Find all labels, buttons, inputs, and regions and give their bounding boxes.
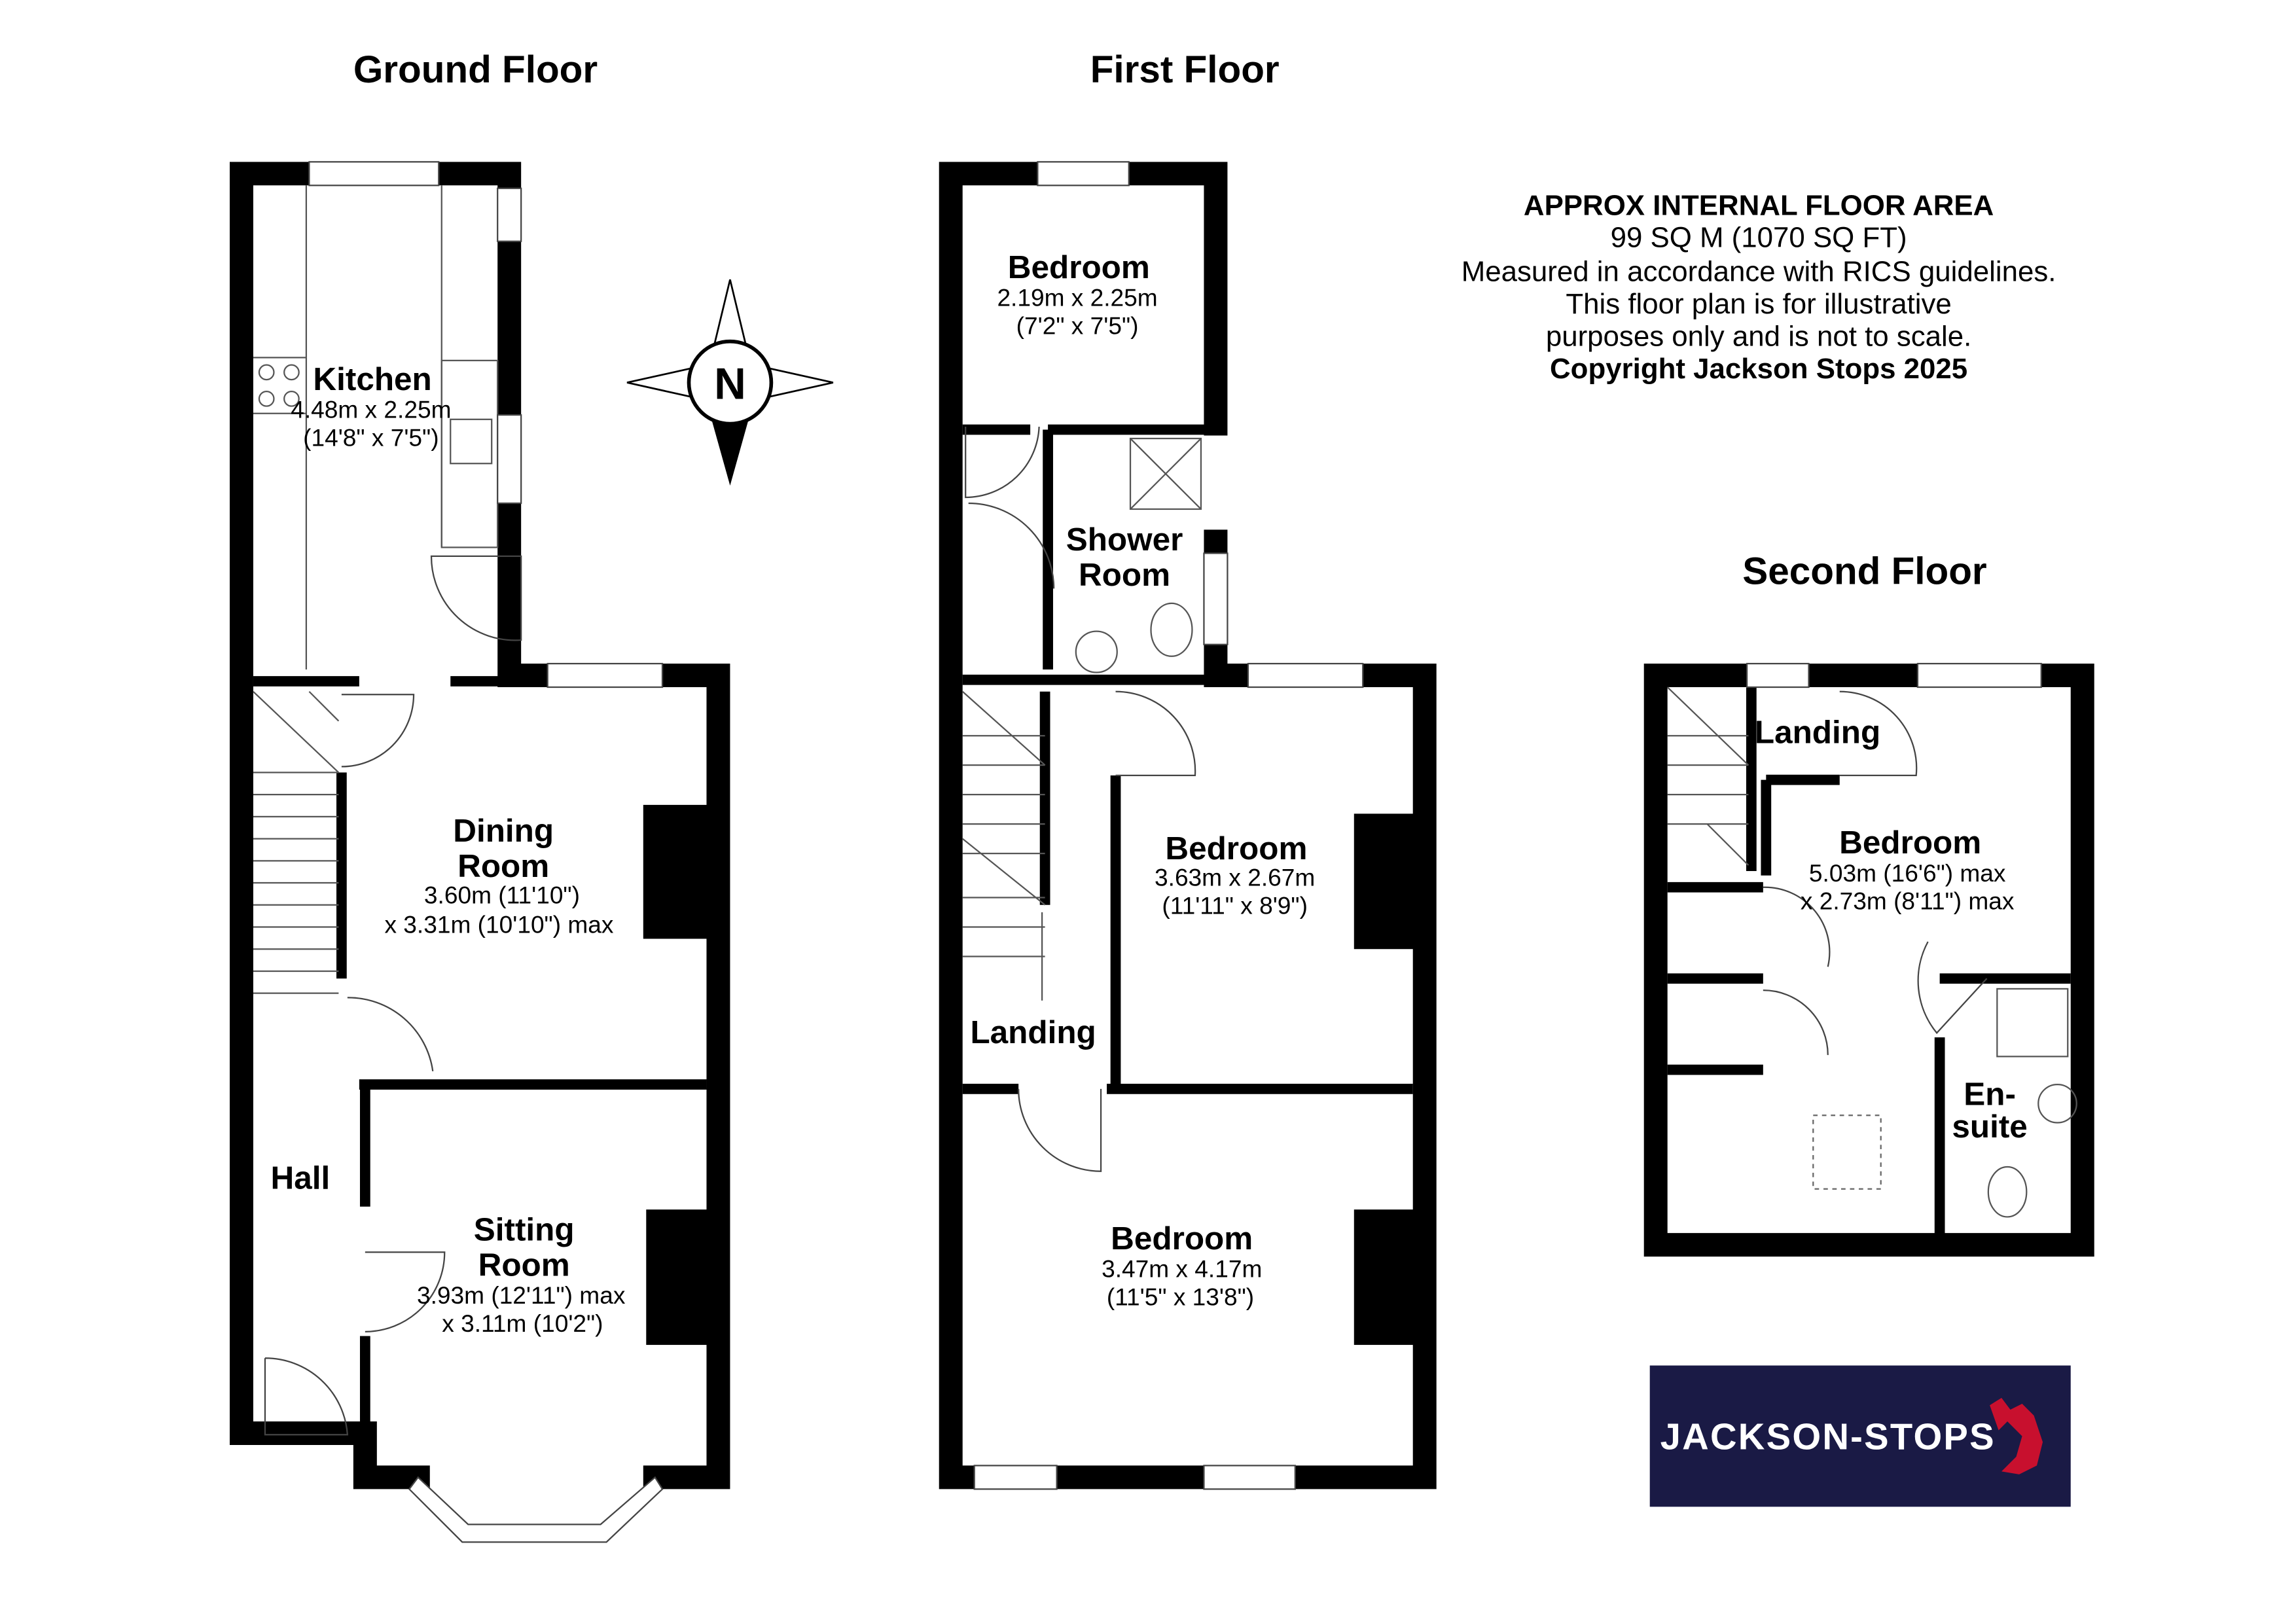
dining-room-label: Dining xyxy=(453,813,554,849)
window xyxy=(1746,662,1810,688)
sitting-room-dimensions-metric: 3.93m (12'11") max xyxy=(417,1281,626,1309)
ensuite-label: En- xyxy=(1964,1077,2016,1113)
second-floor-title: Second Floor xyxy=(1742,550,1986,593)
chimney-breast xyxy=(1354,813,1414,950)
shower-tray xyxy=(1996,988,2069,1058)
chimney-breast xyxy=(646,1209,708,1346)
toilet xyxy=(1150,602,1193,657)
staircase xyxy=(961,690,1046,1001)
compass-south-arrow-icon xyxy=(709,412,751,486)
compass: N xyxy=(626,279,834,486)
info-heading: APPROX INTERNAL FLOOR AREA xyxy=(1524,189,1994,221)
floor-area-info: APPROX INTERNAL FLOOR AREA 99 SQ M (1070… xyxy=(1462,189,2056,385)
second-bedroom-dimensions-metric: 5.03m (16'6") max xyxy=(1809,859,2006,887)
toilet xyxy=(1987,1166,2028,1218)
door xyxy=(1763,990,1829,1056)
door xyxy=(1018,1088,1102,1172)
front-door xyxy=(264,1357,349,1436)
info-area: 99 SQ M (1070 SQ FT) xyxy=(1611,222,1907,254)
window xyxy=(308,161,440,187)
bedroom-rear-dimensions-imperial: (7'2" x 7'5") xyxy=(1016,312,1139,339)
window xyxy=(497,187,522,242)
bedroom-middle-dimensions-metric: 3.63m x 2.67m xyxy=(1155,864,1315,891)
first-floor-title: First Floor xyxy=(1090,48,1280,91)
window xyxy=(547,662,664,688)
chimney-breast xyxy=(643,804,708,939)
bay-window xyxy=(408,1476,664,1543)
kitchen-dimensions-metric: 4.48m x 2.25m xyxy=(291,396,451,423)
bedroom-middle-dimensions-imperial: (11'11" x 8'9") xyxy=(1162,891,1308,919)
dragon-emblem-icon xyxy=(1990,1397,2043,1474)
second-bedroom-dimensions-imperial: x 2.73m (8'11") max xyxy=(1801,887,2015,915)
door xyxy=(1839,690,1918,777)
sitting-room-label-2: Room xyxy=(478,1247,570,1283)
bedroom-rear-dimensions-metric: 2.19m x 2.25m xyxy=(997,284,1157,312)
kitchen-label: Kitchen xyxy=(313,361,431,397)
basin xyxy=(2037,1083,2077,1124)
door xyxy=(1917,941,1988,1035)
info-copyright: Copyright Jackson Stops 2025 xyxy=(1550,353,1967,385)
window xyxy=(497,414,522,505)
bedroom-front-dimensions-metric: 3.47m x 4.17m xyxy=(1102,1255,1262,1283)
ground-floor-title: Ground Floor xyxy=(353,48,598,91)
info-line-1: Measured in accordance with RICS guideli… xyxy=(1462,255,2056,287)
shower-room-label: Shower xyxy=(1066,522,1183,558)
door xyxy=(365,1251,446,1332)
skylight xyxy=(1812,1115,1882,1190)
basin xyxy=(1075,630,1118,673)
door xyxy=(430,555,522,641)
dining-room-dimensions-imperial: x 3.31m (10'10") max xyxy=(384,910,613,938)
ensuite-label-2: suite xyxy=(1952,1109,2027,1145)
door xyxy=(965,426,1040,499)
window xyxy=(1037,161,1130,187)
ground-floor-plan: Kitchen 4.48m x 2.25m (14'8" x 7'5") Din… xyxy=(229,161,730,1543)
info-line-3: purposes only and is not to scale. xyxy=(1546,320,1972,352)
hall-label: Hall xyxy=(271,1160,331,1196)
door xyxy=(1763,886,1831,967)
door xyxy=(341,694,415,768)
shower-room-label-2: Room xyxy=(1079,557,1170,593)
staircase xyxy=(1666,687,1749,866)
kitchen-dimensions-imperial: (14'8" x 7'5") xyxy=(303,423,439,451)
door xyxy=(968,502,1055,589)
second-bedroom-label: Bedroom xyxy=(1839,825,1981,861)
shower-tray xyxy=(1129,437,1202,510)
window xyxy=(1203,552,1229,645)
window xyxy=(1247,662,1364,688)
info-line-2: This floor plan is for illustrative xyxy=(1566,288,1951,320)
bedroom-middle-label: Bedroom xyxy=(1165,830,1307,866)
compass-north-label: N xyxy=(714,359,746,408)
dining-room-label-2: Room xyxy=(457,848,549,884)
staircase xyxy=(253,690,340,994)
sitting-room-label: Sitting xyxy=(474,1211,575,1247)
jackson-stops-logo: JACKSON-STOPS xyxy=(1649,1365,2071,1507)
window xyxy=(1203,1465,1296,1490)
bedroom-front-dimensions-imperial: (11'5" x 13'8") xyxy=(1107,1283,1254,1310)
bedroom-rear-label: Bedroom xyxy=(1008,249,1150,285)
logo-text: JACKSON-STOPS xyxy=(1660,1416,1996,1457)
door xyxy=(347,997,434,1072)
second-landing-label: Landing xyxy=(1755,714,1880,750)
first-floor-plan: Bedroom 2.19m x 2.25m (7'2" x 7'5") Show… xyxy=(939,161,1437,1490)
window xyxy=(973,1465,1058,1490)
bedroom-front-label: Bedroom xyxy=(1111,1221,1253,1257)
chimney-breast xyxy=(1354,1209,1414,1346)
dining-room-dimensions-metric: 3.60m (11'10") xyxy=(424,882,580,909)
first-landing-label: Landing xyxy=(970,1014,1096,1050)
door xyxy=(1115,690,1196,777)
sitting-room-dimensions-imperial: x 3.11m (10'2") xyxy=(442,1310,603,1337)
second-floor-plan: Landing Bedroom 5.03m (16'6") max x 2.73… xyxy=(1643,662,2094,1257)
window xyxy=(1916,662,2042,688)
